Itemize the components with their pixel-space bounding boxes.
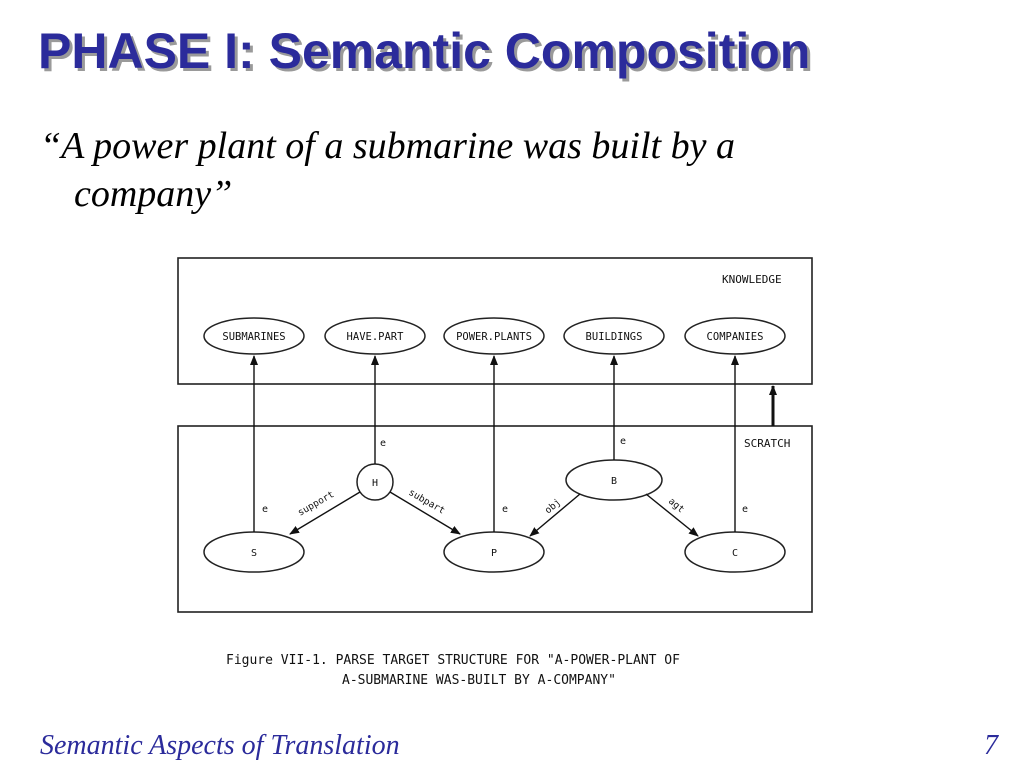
svg-text:P: P — [491, 548, 497, 559]
node-s: S — [203, 531, 305, 573]
edge-h-s-support — [289, 491, 361, 535]
svg-text:obj: obj — [543, 497, 563, 516]
slide-title: PHASE I: Semantic Composition — [38, 23, 811, 79]
knowledge-box — [177, 257, 813, 385]
scratch-label: SCRATCH — [744, 437, 790, 450]
svg-text:e: e — [742, 504, 748, 515]
svg-text:subpart: subpart — [407, 487, 447, 517]
svg-text:e: e — [502, 504, 508, 515]
role-edges — [289, 491, 699, 537]
svg-text:support: support — [296, 489, 336, 519]
svg-text:B: B — [611, 476, 617, 487]
e-edge-labels: e e e e e — [262, 436, 748, 515]
figure-caption-line-1: Figure VII-1. PARSE TARGET STRUCTURE FOR… — [226, 653, 680, 668]
concept-submarines: SUBMARINES — [203, 317, 305, 355]
page-number: 7 — [984, 730, 998, 761]
concept-label: SUBMARINES — [222, 331, 285, 343]
edge-h-p-subpart — [389, 491, 461, 535]
concept-power-plants: POWER.PLANTS — [443, 317, 545, 355]
svg-text:C: C — [732, 548, 738, 559]
node-b: B — [565, 459, 663, 501]
svg-text:e: e — [620, 436, 626, 447]
figure-caption-line-2: A-SUBMARINE WAS-BUILT BY A-COMPANY" — [342, 673, 616, 688]
node-c: C — [684, 531, 786, 573]
node-p: P — [443, 531, 545, 573]
e-edges — [250, 355, 739, 532]
knowledge-label: KNOWLEDGE — [722, 273, 782, 286]
edge-b-p-obj — [529, 493, 581, 537]
concept-label: POWER.PLANTS — [456, 331, 532, 343]
example-sentence: “A power plant of a submarine was built … — [40, 122, 940, 218]
edge-b-c-agt — [645, 493, 699, 537]
footer-course-title: Semantic Aspects of Translation — [40, 730, 400, 761]
concept-label: BUILDINGS — [586, 331, 643, 343]
svg-text:e: e — [380, 438, 386, 449]
concept-companies: COMPANIES — [684, 317, 786, 355]
concept-have-part: HAVE.PART — [324, 317, 426, 355]
node-h: H — [356, 463, 394, 501]
svg-text:S: S — [251, 548, 257, 559]
concept-buildings: BUILDINGS — [563, 317, 665, 355]
svg-text:e: e — [262, 504, 268, 515]
svg-text:H: H — [372, 478, 378, 489]
quote-line-2: company” — [74, 173, 233, 215]
concept-label: HAVE.PART — [347, 331, 405, 343]
quote-line-1: “A power plant of a submarine was built … — [40, 125, 735, 167]
scratch-box — [177, 425, 813, 613]
concept-label: COMPANIES — [707, 331, 764, 343]
